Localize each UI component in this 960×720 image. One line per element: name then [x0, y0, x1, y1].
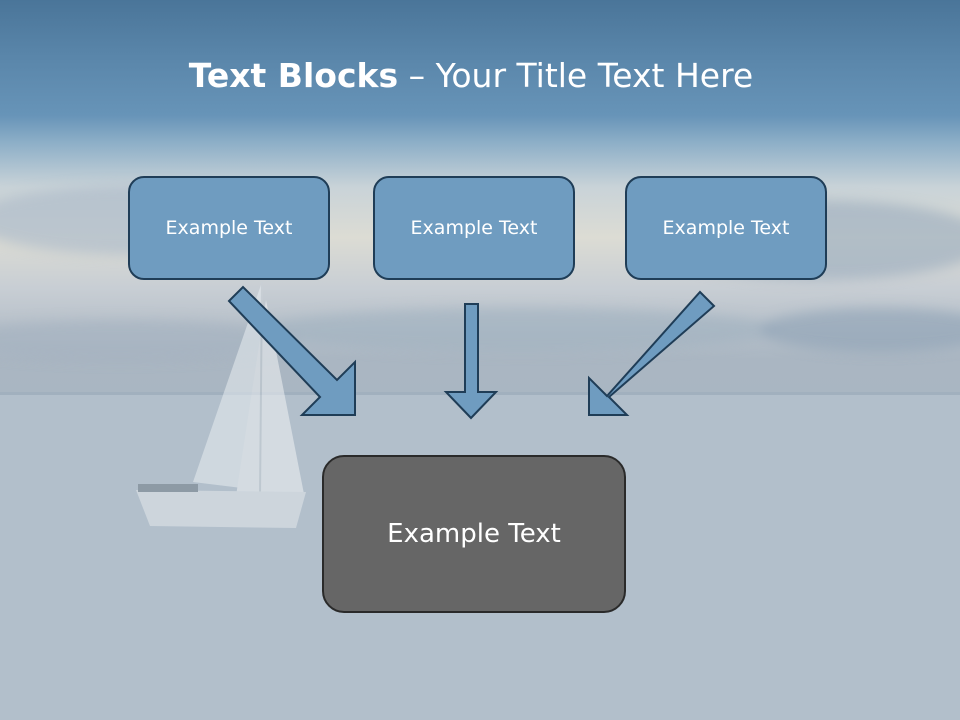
title-rest: Your Title Text Here — [435, 56, 754, 95]
sailboat — [136, 281, 306, 528]
main-text-block[interactable]: Example Text — [322, 455, 626, 613]
title-separator: – — [398, 56, 436, 95]
arrow-right — [588, 290, 716, 416]
text-block-1-label: Example Text — [165, 217, 293, 239]
arrow-center — [443, 303, 499, 420]
arrow-left — [227, 285, 356, 416]
text-block-1[interactable]: Example Text — [128, 176, 330, 280]
slide-title: Text Blocks – Your Title Text Here — [0, 56, 942, 96]
title-bold: Text Blocks — [188, 56, 399, 95]
text-block-2[interactable]: Example Text — [373, 176, 575, 280]
text-block-3-label: Example Text — [662, 217, 790, 239]
text-block-2-label: Example Text — [410, 217, 538, 239]
text-block-3[interactable]: Example Text — [625, 176, 827, 280]
main-text-block-label: Example Text — [387, 519, 561, 549]
